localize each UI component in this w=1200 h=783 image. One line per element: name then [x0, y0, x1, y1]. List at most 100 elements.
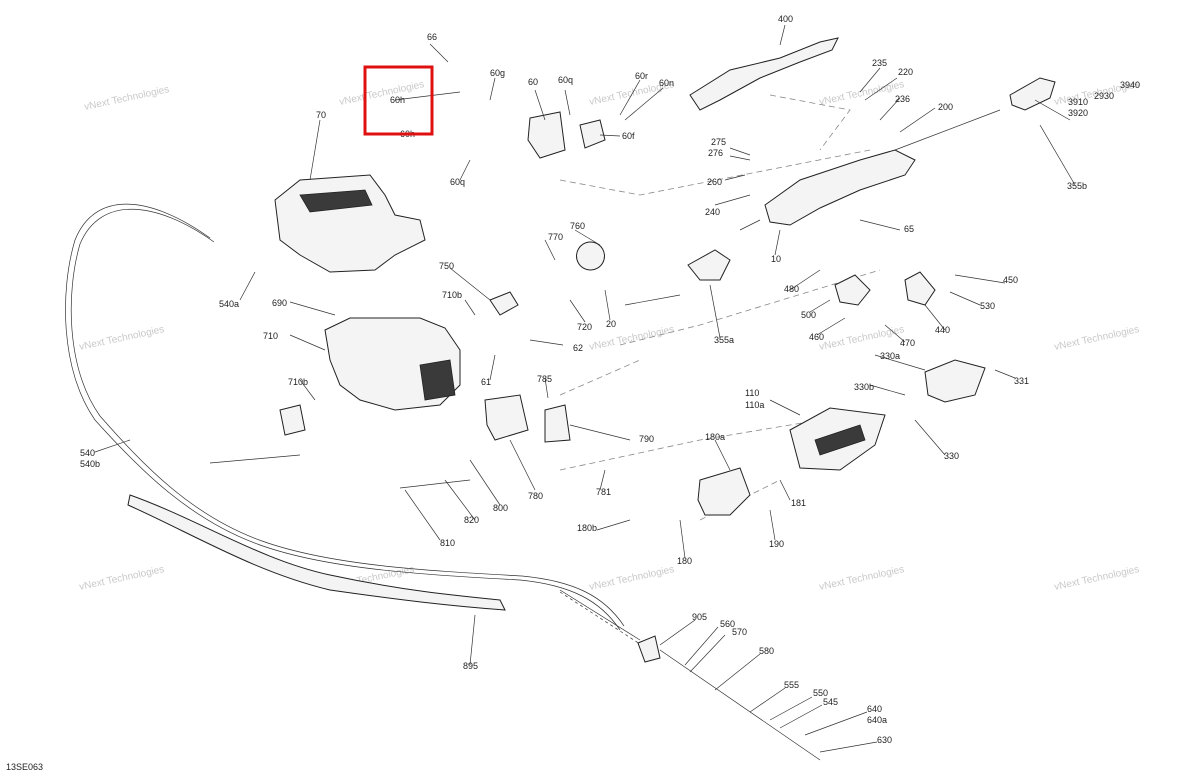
callout-label-630: 630: [877, 735, 892, 745]
watermark-text: vNext Technologies: [588, 324, 675, 353]
callout-label-790: 790: [639, 434, 654, 444]
callout-label-570: 570: [732, 627, 747, 637]
callout-label-781: 781: [596, 487, 611, 497]
watermark-text: vNext Technologies: [818, 324, 905, 353]
callout-label-180a: 180a: [705, 432, 725, 442]
callout-label-720: 720: [577, 322, 592, 332]
callout-label-710: 710: [263, 331, 278, 341]
cable-assembly: [65, 203, 625, 631]
callout-label-550: 550: [813, 688, 828, 698]
callout-label-555: 555: [784, 680, 799, 690]
callout-label-60q: 60q: [450, 177, 465, 187]
callout-label-710b: 710b: [288, 377, 308, 387]
watermark-text: vNext Technologies: [338, 79, 425, 108]
callout-label-780: 780: [528, 491, 543, 501]
callout-label-10: 10: [771, 254, 781, 264]
callout-label-60g: 60g: [490, 68, 505, 78]
callout-label-276: 276: [708, 148, 723, 158]
part-790-switch: [544, 404, 571, 443]
callout-label-400: 400: [778, 14, 793, 24]
callout-label-240: 240: [705, 207, 720, 217]
part-750-cap: [489, 291, 519, 316]
part-330a-pod: [924, 359, 986, 403]
callout-label-181: 181: [791, 498, 806, 508]
callout-label-440: 440: [935, 325, 950, 335]
part-440-bracket: [904, 271, 936, 306]
watermark-text: vNext Technologies: [1053, 324, 1140, 353]
watermark-text: vNext Technologies: [818, 79, 905, 108]
callout-label-355b: 355b: [1067, 181, 1087, 191]
callout-label-330a: 330a: [880, 351, 900, 361]
callout-label-235: 235: [872, 58, 887, 68]
callout-label-3910: 3910: [1068, 97, 1088, 107]
callout-label-760: 760: [570, 221, 585, 231]
callout-label-180b: 180b: [577, 523, 597, 533]
watermark-text: vNext Technologies: [78, 324, 165, 353]
part-70-gauge-cover: [274, 174, 426, 273]
callout-label-895: 895: [463, 661, 478, 671]
callout-label-460: 460: [809, 332, 824, 342]
callout-label-3920: 3920: [1068, 108, 1088, 118]
callout-label-690: 690: [272, 298, 287, 308]
callout-label-580: 580: [759, 646, 774, 656]
callout-label-180: 180: [677, 556, 692, 566]
part-20-ring: [576, 241, 605, 271]
callout-label-785: 785: [537, 374, 552, 384]
callout-label-60n: 60n: [659, 78, 674, 88]
callout-label-275: 275: [711, 137, 726, 147]
callout-label-60: 60: [528, 77, 538, 87]
callout-label-20: 20: [606, 319, 616, 329]
callout-label-331: 331: [1014, 376, 1029, 386]
part-10-steering-column: [764, 149, 916, 226]
part-180a-bezel: [697, 467, 751, 516]
callout-label-200: 200: [938, 102, 953, 112]
callout-label-640: 640: [867, 704, 882, 714]
part-500-clamp: [834, 274, 871, 306]
part-400-handle: [689, 37, 839, 111]
callout-label-545: 545: [823, 697, 838, 707]
watermark-text: vNext Technologies: [588, 564, 675, 593]
callout-label-65: 65: [904, 224, 914, 234]
callout-label-3940: 3940: [1120, 80, 1140, 90]
part-905-sleeve: [637, 635, 661, 663]
callout-label-750: 750: [439, 261, 454, 271]
parts: [209, 37, 1056, 761]
callout-label-450: 450: [1003, 275, 1018, 285]
callout-label-540b: 540b: [80, 459, 100, 469]
callout-label-190: 190: [769, 539, 784, 549]
callout-label-470: 470: [900, 338, 915, 348]
watermark-text: vNext Technologies: [1053, 564, 1140, 593]
drawing-code: 13SE063: [6, 762, 44, 772]
highlight-box: [363, 65, 434, 136]
part-710b-cap: [279, 404, 306, 436]
callout-label-710b: 710b: [442, 290, 462, 300]
callout-label-220: 220: [898, 67, 913, 77]
part-60f-knob: [579, 119, 606, 149]
callout-label-540a: 540a: [219, 299, 239, 309]
callout-label-560: 560: [720, 619, 735, 629]
callout-label-60r: 60r: [635, 71, 648, 81]
callout-label-640a: 640a: [867, 715, 887, 725]
part-60-bracket: [527, 111, 566, 159]
callout-label-330b: 330b: [854, 382, 874, 392]
watermark-text: vNext Technologies: [78, 564, 165, 593]
callout-label-66: 66: [427, 32, 437, 42]
callout-label-330: 330: [944, 451, 959, 461]
watermark-text: vNext Technologies: [818, 564, 905, 593]
callout-label-905: 905: [692, 612, 707, 622]
leader-lines: [94, 24, 1076, 753]
callout-label-820: 820: [464, 515, 479, 525]
callout-label-800: 800: [493, 503, 508, 513]
callout-label-355a: 355a: [714, 335, 734, 345]
callout-label-70: 70: [316, 110, 326, 120]
callout-label-540: 540: [80, 448, 95, 458]
callout-label-60f: 60f: [622, 131, 635, 141]
callout-label-62: 62: [573, 343, 583, 353]
callout-label-480: 480: [784, 284, 799, 294]
watermark-layer: vNext Technologies vNext Technologies vNex…: [78, 79, 1140, 593]
callout-label-260: 260: [707, 177, 722, 187]
watermark-text: vNext Technologies: [83, 84, 170, 113]
